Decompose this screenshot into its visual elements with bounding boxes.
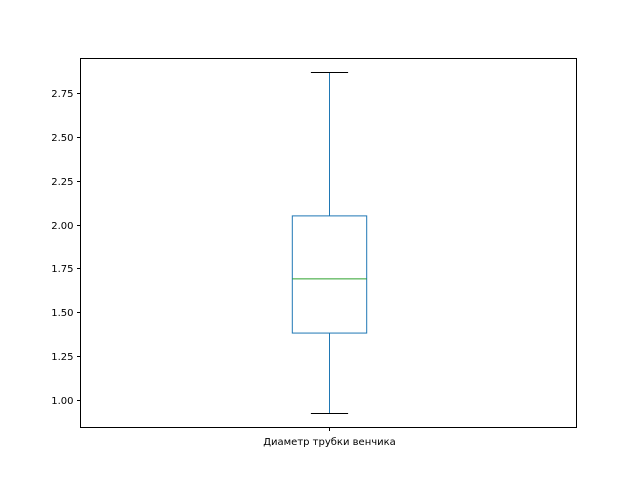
- x-tick-label: Диаметр трубки венчика: [263, 437, 396, 448]
- x-axis: Диаметр трубки венчика: [263, 427, 396, 448]
- y-tick-label: 2.00: [51, 221, 73, 232]
- plot-layer: [291, 71, 368, 415]
- iqr-box: [291, 215, 368, 334]
- y-tick-label: 2.50: [51, 133, 73, 144]
- y-tick-label: 1.50: [51, 308, 73, 319]
- y-tick-label: 2.25: [51, 177, 73, 188]
- y-axis: 1.00 1.25 1.50 1.75 2.00 2.25 2.50 2.75: [51, 89, 81, 407]
- y-tick-label: 1.25: [51, 352, 73, 363]
- y-tick-label: 1.00: [51, 396, 73, 407]
- axes-frame: [80, 58, 577, 428]
- y-tick-label: 2.75: [51, 89, 73, 100]
- y-tick-label: 1.75: [51, 264, 73, 275]
